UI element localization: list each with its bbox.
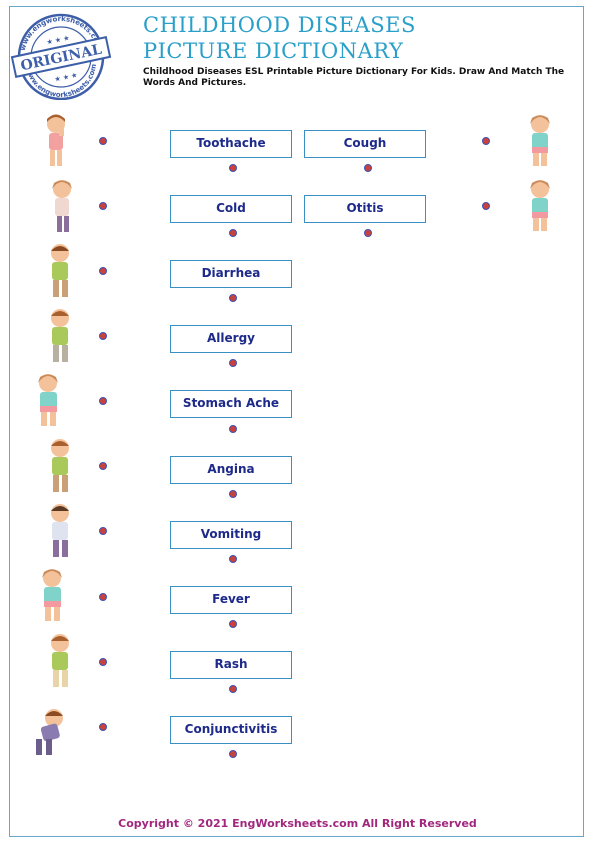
picture-dot[interactable]: [99, 462, 107, 470]
child-fever-picture: [42, 569, 62, 621]
word-box-toothache: Toothache: [170, 130, 292, 158]
word-box-cough: Cough: [304, 130, 426, 158]
child-otitis-picture: [530, 180, 550, 231]
picture-dot[interactable]: [99, 202, 107, 210]
picture-dot[interactable]: [99, 267, 107, 275]
picture-dot[interactable]: [99, 137, 107, 145]
page-border: [9, 6, 584, 837]
original-stamp: www.engworksheets.com www.engworksheets.…: [10, 13, 112, 100]
word-dot[interactable]: [229, 164, 237, 172]
word-box-angina: Angina: [170, 456, 292, 484]
word-box-diarrhea: Diarrhea: [170, 260, 292, 288]
word-dot[interactable]: [229, 425, 237, 433]
child-cough-picture: [530, 115, 550, 166]
word-box-allergy: Allergy: [170, 325, 292, 353]
child-allergy-picture: [51, 309, 69, 362]
child-toothache-picture: [47, 114, 65, 166]
title-line-1: CHILDHOOD DISEASES: [143, 13, 416, 37]
child-cold-picture: [52, 180, 72, 232]
picture-dot[interactable]: [99, 397, 107, 405]
title-line-2: PICTURE DICTIONARY: [143, 39, 404, 63]
word-dot[interactable]: [229, 685, 237, 693]
word-box-rash: Rash: [170, 651, 292, 679]
picture-dot[interactable]: [99, 332, 107, 340]
word-dot[interactable]: [229, 294, 237, 302]
word-dot[interactable]: [229, 229, 237, 237]
child-rash-picture: [51, 634, 69, 687]
picture-dot[interactable]: [99, 658, 107, 666]
picture-dot[interactable]: [482, 202, 490, 210]
child-angina-picture: [51, 439, 69, 492]
word-dot[interactable]: [229, 750, 237, 758]
word-dot[interactable]: [364, 164, 372, 172]
word-dot[interactable]: [229, 620, 237, 628]
word-box-vomiting: Vomiting: [170, 521, 292, 549]
word-box-conjunctivitis: Conjunctivitis: [170, 716, 292, 744]
page-title: CHILDHOOD DISEASES PICTURE DICTIONARY: [143, 12, 416, 64]
word-dot[interactable]: [229, 490, 237, 498]
child-diarrhea-picture: [51, 244, 69, 297]
child-stomach-ache-picture: [38, 374, 58, 426]
child-conjunctivitis-picture: [36, 709, 63, 755]
picture-dot[interactable]: [99, 723, 107, 731]
word-dot[interactable]: [229, 359, 237, 367]
word-dot[interactable]: [364, 229, 372, 237]
picture-dot[interactable]: [482, 137, 490, 145]
word-box-cold: Cold: [170, 195, 292, 223]
word-box-otitis: Otitis: [304, 195, 426, 223]
word-dot[interactable]: [229, 555, 237, 563]
picture-dot[interactable]: [99, 593, 107, 601]
word-box-stomach-ache: Stomach Ache: [170, 390, 292, 418]
svg-text:★ ★ ★: ★ ★ ★: [54, 71, 78, 84]
copyright-footer: Copyright © 2021 EngWorksheets.com All R…: [118, 817, 477, 830]
picture-dot[interactable]: [99, 527, 107, 535]
child-vomiting-picture: [51, 504, 69, 557]
word-box-fever: Fever: [170, 586, 292, 614]
instructions: Childhood Diseases ESL Printable Picture…: [143, 67, 565, 88]
